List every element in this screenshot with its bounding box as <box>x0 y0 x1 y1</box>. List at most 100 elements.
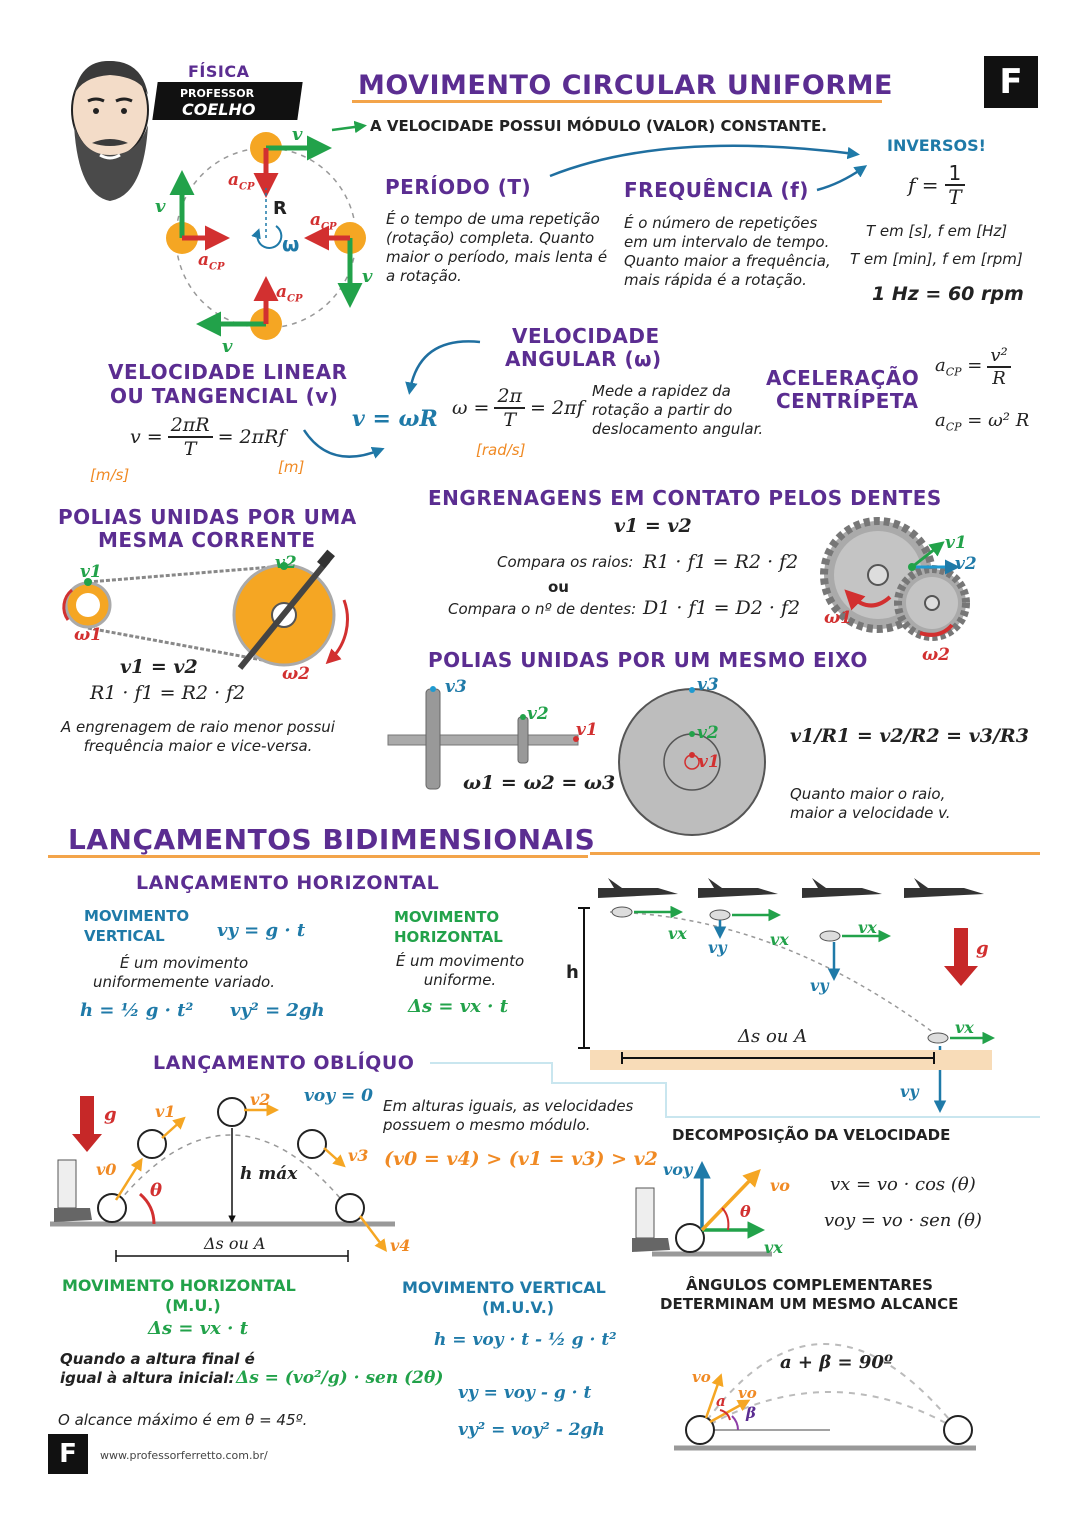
acp-label-left: aCP <box>198 250 225 273</box>
gear-v2: v2 <box>955 554 977 574</box>
movh-eq: Δs = vx · t <box>148 1318 249 1339</box>
logo-badge: F <box>984 56 1038 108</box>
vel-linear-title-1: VELOCIDADE LINEAR <box>108 360 348 384</box>
inversos-formula: f = 1 T <box>908 162 966 208</box>
velocity-label-bottom: v <box>222 336 233 357</box>
decomp-title: DECOMPOSIÇÃO DA VELOCIDADE <box>672 1126 951 1144</box>
decomposition-diagram <box>632 1161 772 1257</box>
hl-vx-1: vx <box>668 924 687 943</box>
velocity-label-top: v <box>292 124 303 145</box>
gear-v1: v1 <box>945 533 967 553</box>
front-v3: v3 <box>697 675 719 695</box>
hl-range-label: Δs ou A <box>738 1026 808 1047</box>
angular-to-linear-arrows <box>302 340 481 459</box>
axle-omega-eq: ω1 = ω2 = ω3 <box>463 772 616 794</box>
mh-title-2: HORIZONTAL <box>394 928 503 946</box>
lancamentos-underline-right <box>590 852 1040 855</box>
engrenagens-line1-eq: R1 · f1 = R2 · f2 <box>643 551 799 573</box>
mv-eq: vy = g · t <box>217 920 306 941</box>
footer-url[interactable]: www.professorferretto.com.br/ <box>100 1449 268 1462</box>
subject-label: FÍSICA <box>188 62 250 81</box>
omega-label: ω <box>282 232 300 256</box>
complementary-angles-diagram <box>674 1343 976 1451</box>
engrenagens-line2-eq: D1 · f1 = D2 · f2 <box>643 597 801 619</box>
chain-v2: v2 <box>275 553 297 573</box>
hl-vx-3: vx <box>858 918 877 937</box>
ob-v0: v0 <box>96 1160 117 1179</box>
decomp-vo: vo <box>770 1176 790 1195</box>
mv-text: É um movimento uniformemente variado. <box>93 954 275 991</box>
chain-note: A engrenagem de raio menor possui frequê… <box>61 718 335 755</box>
gears-diagram <box>820 517 970 641</box>
vel-angular-unit: [rad/s] <box>476 441 526 459</box>
ob-relation: (v0 = v4) > (v1 = v3) > v2 <box>384 1148 658 1170</box>
lanc-horizontal-title: LANÇAMENTO HORIZONTAL <box>136 872 440 894</box>
vel-linear-unit-ms: [m/s] <box>90 466 130 484</box>
ob-hmax: h máx <box>240 1164 298 1184</box>
mh-text: É um movimento uniforme. <box>395 952 525 989</box>
axle-ratio: v1/R1 = v2/R2 = v3/R3 <box>790 725 1029 747</box>
decomp-theta: θ <box>740 1202 751 1221</box>
ob-v3: v3 <box>348 1146 369 1165</box>
v-omega-r: v = ωR <box>352 406 438 432</box>
axle-v3: v3 <box>445 677 467 697</box>
axle-v2: v2 <box>527 704 549 724</box>
angulos-vo-2: vo <box>738 1384 757 1402</box>
movv-eq-1: h = voy · t - ½ g · t² <box>434 1330 617 1350</box>
vel-linear-title-2: OU TANGENCIAL (v) <box>110 384 339 408</box>
vel-linear-formula: v = 2πR T = 2πRf <box>130 414 286 460</box>
acp-label-bottom: aCP <box>276 282 303 305</box>
chain-v1: v1 <box>80 562 102 582</box>
lancamentos-underline-left <box>48 855 588 858</box>
chain-w1: ω1 <box>74 625 103 645</box>
engrenagens-or: ou <box>548 578 569 596</box>
oblique-launch-diagram <box>50 1096 395 1262</box>
footer-logo: F <box>48 1434 88 1474</box>
mcu-title: MOVIMENTO CIRCULAR UNIFORME <box>358 70 893 101</box>
hl-vy-2: vy <box>810 976 829 995</box>
mv-title-1: MOVIMENTO <box>84 907 190 925</box>
decomp-vx: vx <box>764 1238 783 1257</box>
axle-note: Quanto maior o raio, maior a velocidade … <box>790 785 951 822</box>
ob-g-label: g <box>104 1104 117 1125</box>
obliquo-title: LANÇAMENTO OBLÍQUO <box>153 1052 415 1074</box>
angulos-title-2: DETERMINAM UM MESMO ALCANCE <box>660 1295 959 1313</box>
movv-eq-2: vy = voy - g · t <box>458 1383 592 1403</box>
mh-title-1: MOVIMENTO <box>394 908 500 926</box>
front-v1: v1 <box>698 752 720 772</box>
angulos-b: β <box>746 1404 756 1422</box>
velocity-note-arrow <box>331 120 367 134</box>
mcu-title-underline <box>352 100 882 103</box>
horizontal-launch-diagram <box>578 878 995 1113</box>
hl-vy-3: vy <box>900 1082 919 1101</box>
periodo-title: PERÍODO (T) <box>385 175 532 199</box>
movh-max: O alcance máximo é em θ = 45º. <box>58 1411 308 1429</box>
engrenagens-line1-label: Compara os raios: <box>497 553 634 571</box>
acel-formula-1: aCP = v² R <box>935 345 1011 389</box>
angulos-eq: a + β = 90º <box>780 1352 893 1373</box>
polias-eixo-title: POLIAS UNIDAS POR UM MESMO EIXO <box>428 648 868 672</box>
movh-title-2: (M.U.) <box>165 1296 221 1315</box>
movv-title-2: (M.U.V.) <box>482 1298 555 1317</box>
movh-title-1: MOVIMENTO HORIZONTAL <box>62 1276 296 1295</box>
ob-note: Em alturas iguais, as velocidades possue… <box>383 1097 634 1134</box>
hl-g-label: g <box>976 938 989 959</box>
hl-h-label: h <box>566 962 579 983</box>
professor-name: COELHO <box>182 100 256 119</box>
frequencia-text: É o número de repetições em um intervalo… <box>624 214 831 289</box>
lancamentos-title: LANÇAMENTOS BIDIMENSIONAIS <box>68 823 596 856</box>
acp-label-right: aCP <box>310 210 337 233</box>
angulos-title-1: ÂNGULOS COMPLEMENTARES <box>686 1276 933 1294</box>
acel-formula-2: aCP = ω² R <box>935 410 1030 434</box>
vel-linear-unit-m: [m] <box>278 458 305 476</box>
gear-w2: ω2 <box>922 645 951 665</box>
mv-eq-3: vy² = 2gh <box>230 1000 325 1021</box>
acp-label-top: aCP <box>228 170 255 193</box>
connector-arrows <box>549 144 868 192</box>
inversos-title: INVERSOS! <box>887 136 986 155</box>
polias-corrente-title-2: MESMA CORRENTE <box>98 528 316 552</box>
axle-side-diagram <box>387 686 579 790</box>
chain-pulleys-diagram <box>62 549 349 670</box>
section-boundary <box>430 1062 1040 1118</box>
hl-vy-1: vy <box>708 938 727 957</box>
